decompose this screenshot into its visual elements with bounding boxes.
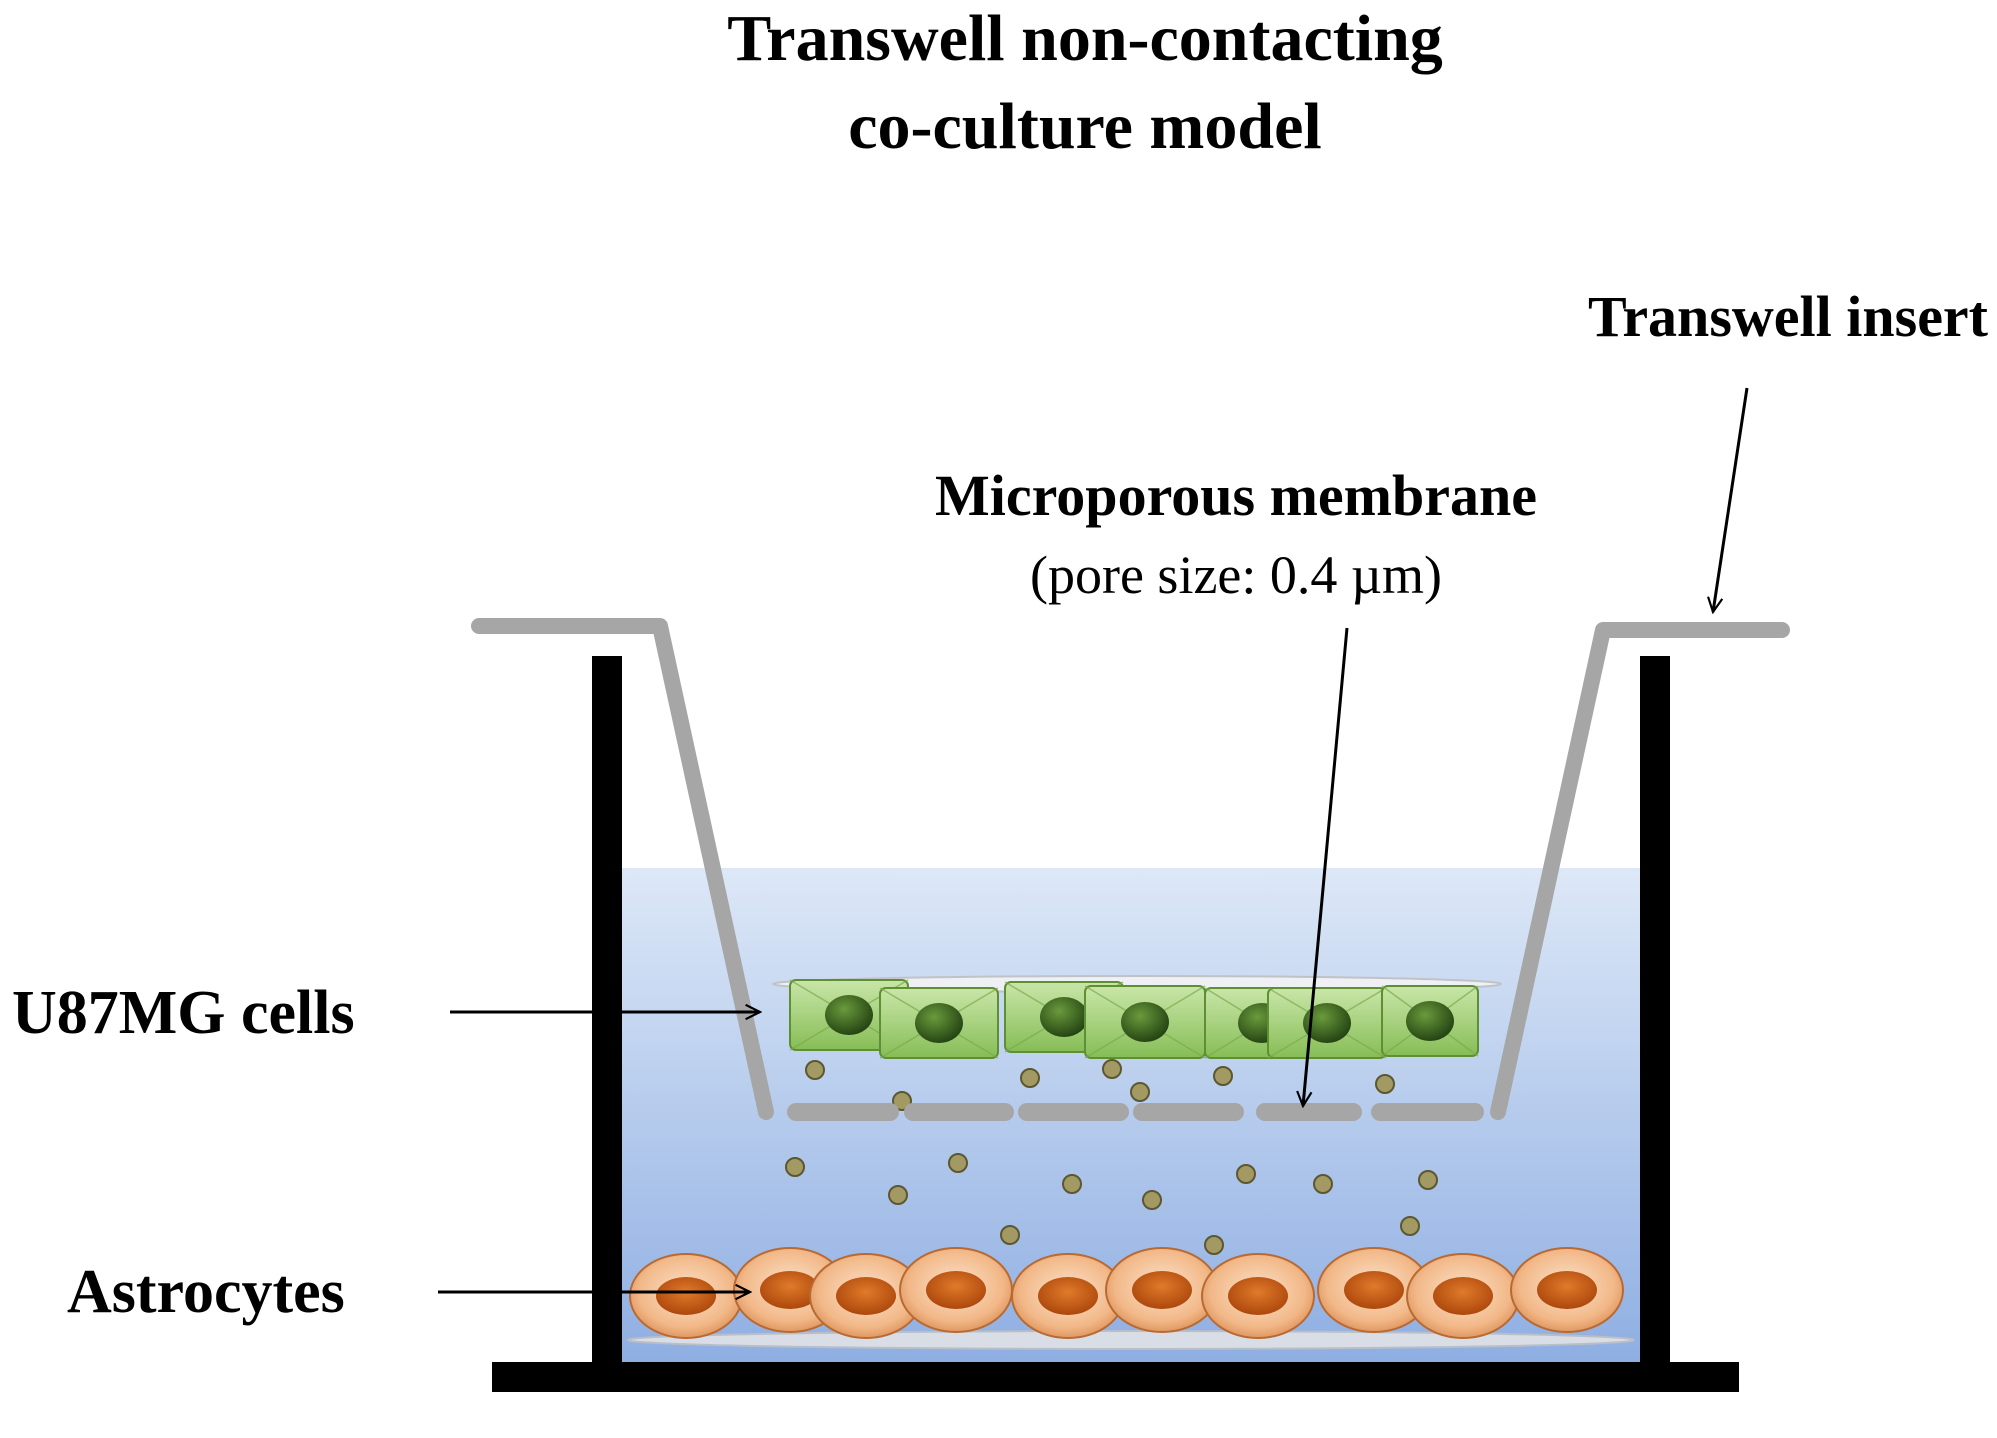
insert-left-wall [471,618,774,1120]
insert-right-wall [1490,622,1790,1120]
u87mg-cell-layer [789,979,1479,1059]
secreted-particle [1418,1170,1438,1190]
u87mg-cell [879,987,999,1059]
insert-pointer-arrow [1713,387,1749,612]
u87mg-cells-label: U87MG cells [12,979,355,1047]
secreted-particle [785,1157,805,1177]
secreted-particle [1102,1059,1122,1079]
transwell-insert-label: Transwell insert [1588,284,1989,349]
secreted-particle [1213,1066,1233,1086]
astrocyte-cell [1011,1253,1125,1339]
astrocyte-nucleus [1537,1271,1597,1309]
astrocyte-nucleus [656,1277,716,1315]
astrocyte-cell [809,1253,923,1339]
astrocyte-nucleus [1228,1277,1288,1315]
well-floor [492,1362,1739,1392]
microporous-membrane-label: Microporous membrane [935,463,1537,528]
astrocytes-label: Astrocytes [67,1258,345,1326]
astrocyte-nucleus [1132,1271,1192,1309]
secreted-particle [1130,1082,1150,1102]
u87mg-nucleus [915,1003,963,1043]
membrane-pointer-arrow [1303,627,1349,1106]
diagram-title-line1: Transwell non-contacting [727,2,1443,75]
u87mg-nucleus [1121,1002,1169,1042]
well-right-wall [1640,656,1670,1368]
secreted-particle [1400,1216,1420,1236]
diagram-title-line2: co-culture model [848,90,1322,163]
secreted-particle [892,1091,912,1111]
transwell-insert [471,618,1790,1121]
astrocyte-cell [1406,1253,1520,1339]
secreted-particle [888,1185,908,1205]
astrocyte-cell [1201,1253,1315,1339]
u87mg-nucleus [1303,1003,1351,1043]
secreted-particle [1142,1190,1162,1210]
astrocyte-cell [899,1247,1013,1333]
astrocyte-nucleus [1038,1277,1098,1315]
u87mg-nucleus [825,995,873,1035]
secreted-particle [805,1060,825,1080]
u87mg-nucleus [1406,1001,1454,1041]
secreted-particle [1020,1068,1040,1088]
astrocyte-layer [629,1247,1624,1339]
secreted-particle [1375,1074,1395,1094]
secreted-particle [948,1153,968,1173]
astrocyte-cell [1510,1247,1624,1333]
astrocyte-cell [1105,1247,1219,1333]
astrocyte-nucleus [926,1271,986,1309]
astrocyte-nucleus [760,1271,820,1309]
secreted-particle [1236,1164,1256,1184]
astrocyte-cell [1317,1247,1431,1333]
astrocyte-nucleus [836,1277,896,1315]
u87mg-cell [1084,985,1206,1059]
u87mg-cell [1381,985,1479,1057]
astrocyte-nucleus [1344,1271,1404,1309]
secreted-particle [1000,1225,1020,1245]
secreted-particle [1313,1174,1333,1194]
u87mg-nucleus [1040,997,1088,1037]
secreted-particle [1062,1174,1082,1194]
pore-size-label: (pore size: 0.4 µm) [1030,545,1442,605]
astrocyte-nucleus [1433,1277,1493,1315]
secreted-factors [785,1059,1438,1255]
secreted-particle [1204,1235,1224,1255]
astrocyte-cell [629,1253,743,1339]
u87mg-cell [1267,987,1387,1059]
annotation-arrows [438,387,1749,1292]
